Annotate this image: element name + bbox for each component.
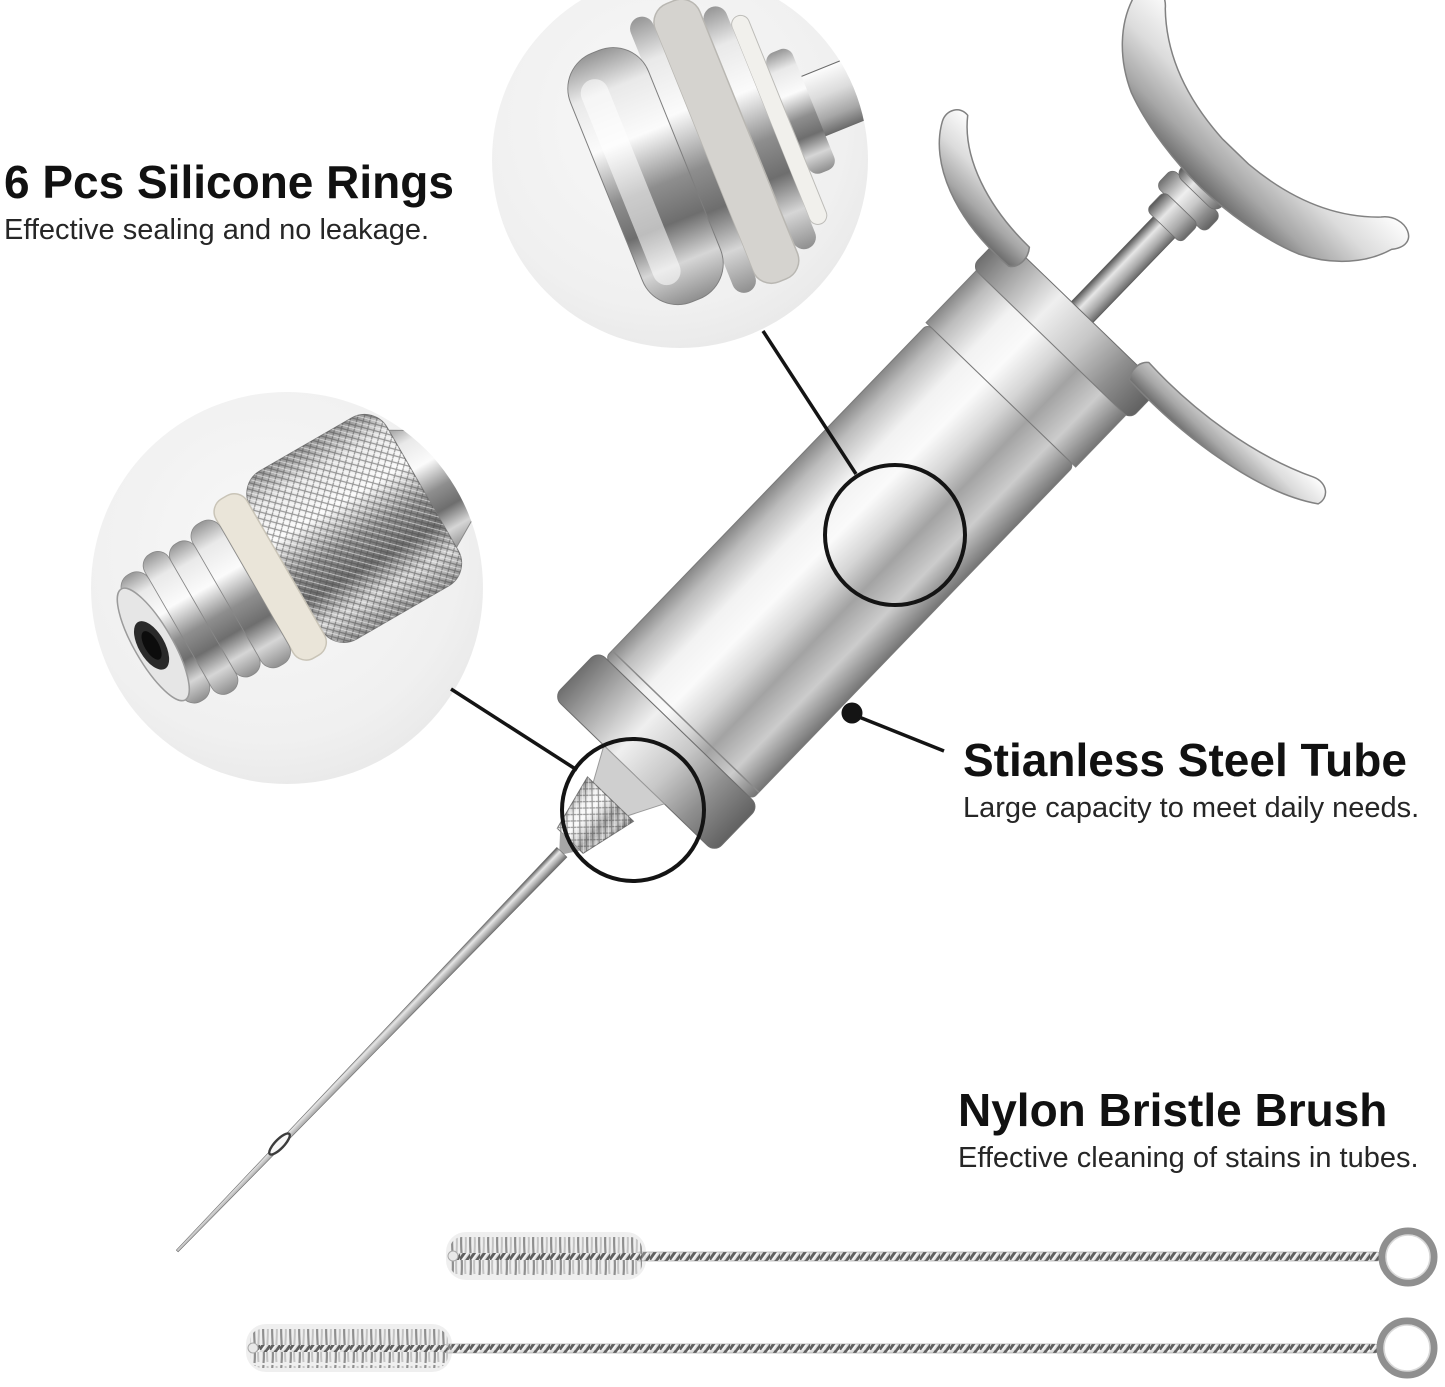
brush-tip <box>247 1342 259 1354</box>
brush-loop <box>1378 1227 1438 1287</box>
brush-loop-highlight <box>1383 1324 1431 1372</box>
callout-nylon-brush: Nylon Bristle Brush Effective cleaning o… <box>958 1084 1419 1175</box>
plunger-handle <box>1121 0 1410 263</box>
callout-line-top-circle <box>761 330 858 475</box>
nozzle-nut-knurl <box>557 776 634 854</box>
callout-line-steel-tube <box>858 715 945 753</box>
annotation-circle-nozzle <box>560 737 706 883</box>
plunger-hub <box>766 48 835 174</box>
finger-grip-left <box>938 109 1031 268</box>
metal-rim <box>630 16 756 293</box>
brush-loop-highlight <box>1385 1234 1431 1280</box>
brush-tip <box>447 1250 459 1262</box>
disc-highlight <box>580 79 681 286</box>
zoom-circle-nozzle-cap <box>91 392 483 784</box>
annotation-dot-barrel <box>841 702 863 724</box>
nozzle-cap-detail <box>116 392 483 704</box>
zoom-circle-silicone-ring <box>492 0 868 348</box>
plunger-knob-lower <box>1148 193 1197 242</box>
needle-hole <box>268 1132 291 1156</box>
callout-subtitle: Effective cleaning of stains in tubes. <box>958 1141 1419 1174</box>
knurl-texture <box>246 414 462 643</box>
callout-steel-tube: Stianless Steel Tube Large capacity to m… <box>963 734 1420 825</box>
callout-line-left-circle <box>450 687 578 772</box>
callout-silicone-rings: 6 Pcs Silicone Rings Effective sealing a… <box>4 156 454 247</box>
metal-disc-rear <box>703 6 816 250</box>
brush-stem <box>634 1251 1382 1262</box>
callout-title: Stianless Steel Tube <box>963 734 1407 786</box>
finger-grip-right <box>1128 361 1327 505</box>
brush-core <box>252 1345 448 1352</box>
plunger-head-detail <box>567 0 868 306</box>
annotations <box>450 330 967 883</box>
brush-loop <box>1376 1317 1438 1379</box>
marinade-injector <box>175 0 1410 1253</box>
callout-subtitle: Effective sealing and no leakage. <box>4 213 430 246</box>
barrel-seam <box>611 650 760 793</box>
callout-title: Nylon Bristle Brush <box>958 1084 1388 1136</box>
cleaning-brush-2 <box>246 1317 1438 1379</box>
brush-stem <box>442 1343 1380 1354</box>
annotation-circle-barrel <box>823 463 967 607</box>
callout-title: 6 Pcs Silicone Rings <box>4 156 454 208</box>
callout-subtitle: Large capacity to meet daily needs. <box>963 791 1420 824</box>
cap-opening-inner <box>141 631 162 660</box>
cleaning-brush-1 <box>446 1227 1438 1287</box>
brush-core <box>452 1253 642 1260</box>
